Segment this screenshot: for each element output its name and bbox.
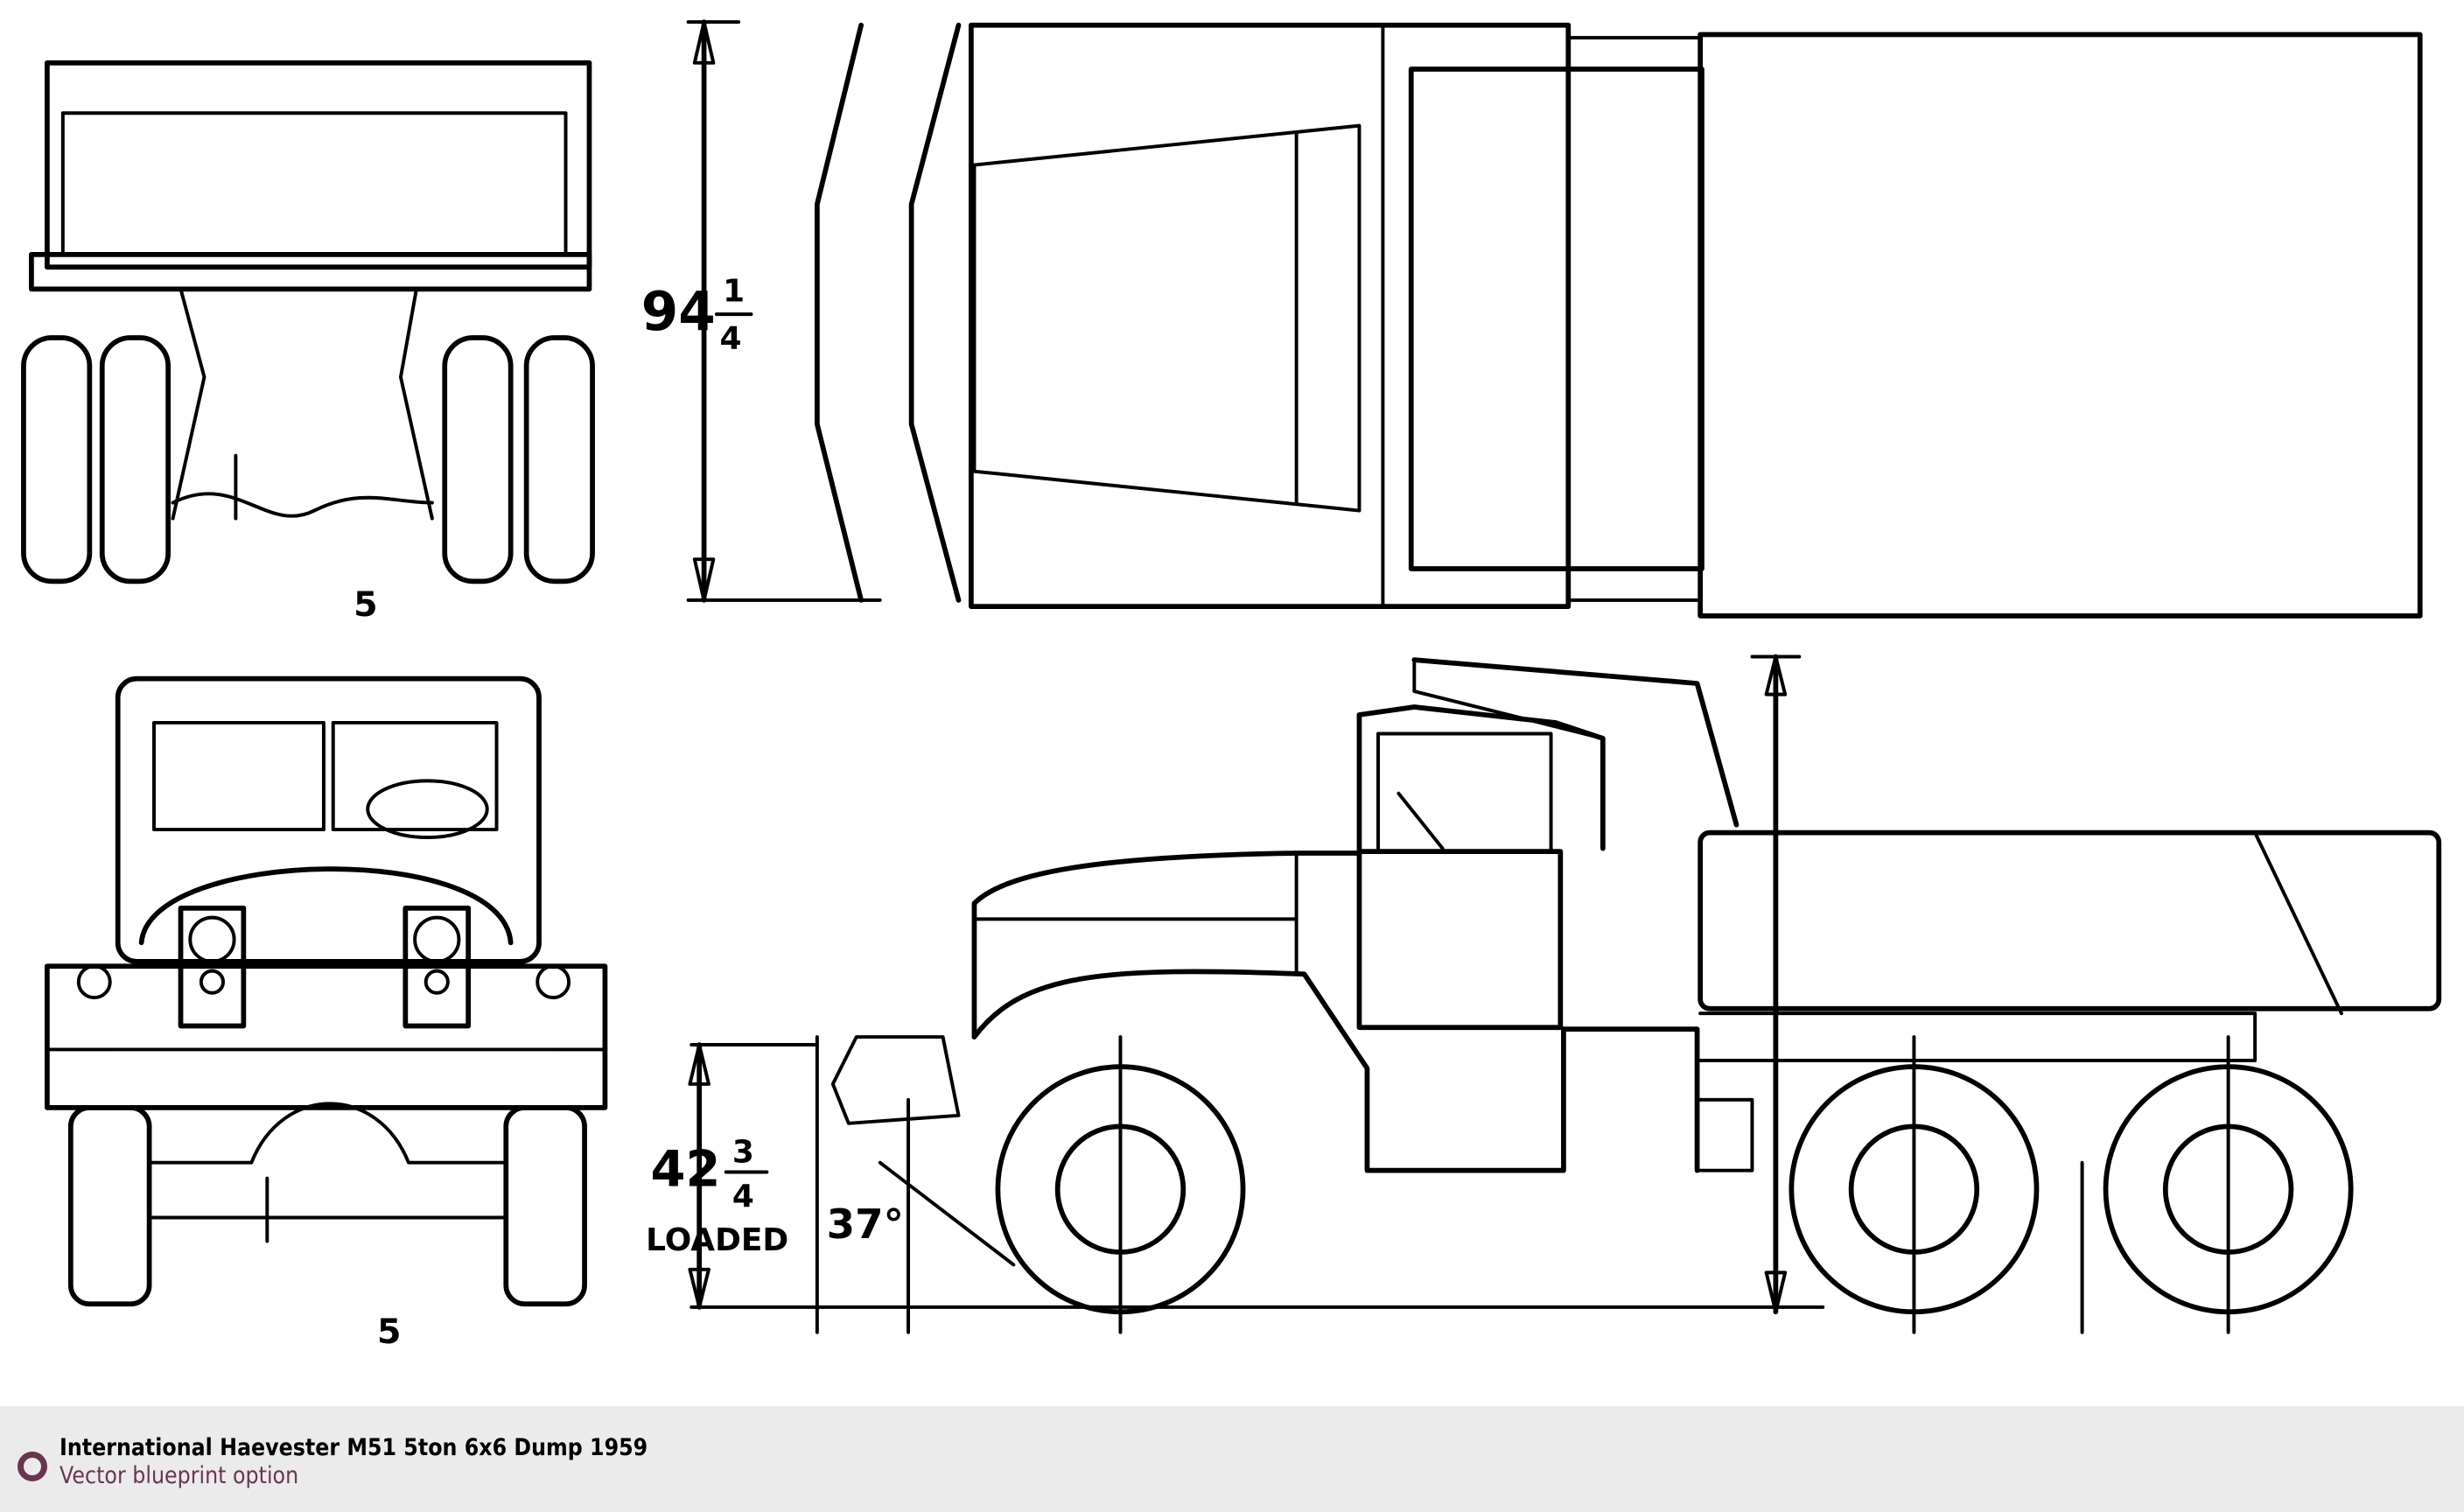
front-view: 5	[45, 676, 608, 1352]
top-view: 94 1 4	[641, 19, 2423, 619]
angle-label: 37°	[827, 1201, 904, 1249]
height-fraction-den: 4	[732, 1179, 754, 1214]
rear-mark: 5	[354, 584, 377, 625]
rear-view: 5	[21, 60, 595, 625]
caption-subtitle[interactable]: Vector blueprint option	[60, 1462, 299, 1489]
ring-bullet-icon	[18, 1452, 47, 1481]
blueprint-drawing: 5 94 1 4 5	[21, 19, 2442, 1352]
height-fraction-num: 3	[732, 1135, 754, 1171]
width-fraction-num: 1	[723, 274, 745, 310]
height-dimension: 42	[651, 1140, 721, 1199]
loaded-label: LOADED	[646, 1222, 788, 1258]
front-mark: 5	[377, 1312, 401, 1352]
width-fraction-den: 4	[720, 321, 742, 357]
caption-bar: International Haevester M51 5ton 6x6 Dum…	[0, 1406, 2464, 1512]
side-view: 42 3 4 LOADED 37°	[646, 654, 2442, 1334]
caption-title: International Haevester M51 5ton 6x6 Dum…	[60, 1434, 648, 1461]
width-dimension: 94	[641, 281, 716, 343]
